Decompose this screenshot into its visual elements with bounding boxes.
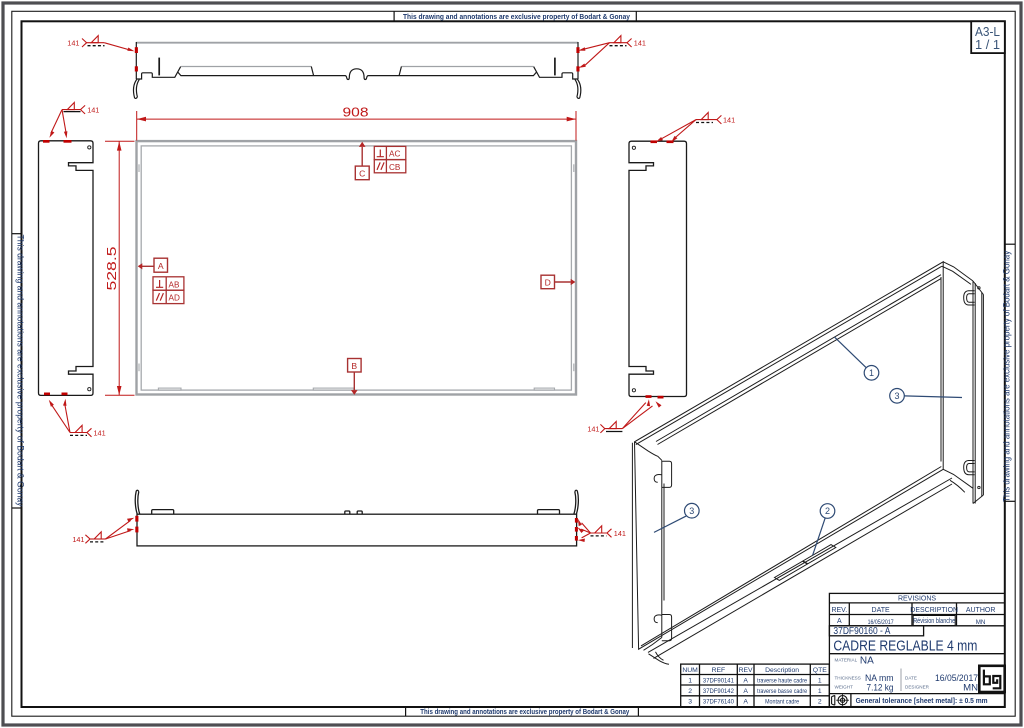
svg-text:A: A xyxy=(743,688,748,695)
svg-text:AC: AC xyxy=(389,150,400,159)
svg-text:3: 3 xyxy=(688,699,692,706)
svg-text:1: 1 xyxy=(688,677,692,684)
svg-text:1: 1 xyxy=(818,688,822,695)
svg-text:908: 908 xyxy=(343,106,369,120)
svg-text:Description: Description xyxy=(765,667,799,674)
svg-text:Montant cadre: Montant cadre xyxy=(765,699,799,706)
svg-text:MN: MN xyxy=(976,619,986,626)
svg-text:DESCRIPTION: DESCRIPTION xyxy=(910,607,958,614)
svg-text:A: A xyxy=(743,699,748,706)
svg-text:traverse haute cadre: traverse haute cadre xyxy=(757,677,807,684)
svg-text:2: 2 xyxy=(825,506,830,516)
svg-text:7.12 kg: 7.12 kg xyxy=(867,682,894,693)
svg-text:QTE: QTE xyxy=(813,667,827,674)
svg-text:General tolerance [sheet metal: General tolerance [sheet metal]: ± 0.5 m… xyxy=(856,696,988,705)
svg-text:141: 141 xyxy=(614,529,626,538)
svg-text:Révision blanche: Révision blanche xyxy=(913,618,955,625)
svg-text:D: D xyxy=(545,277,551,287)
svg-text:528.5: 528.5 xyxy=(105,246,119,290)
svg-text:MN: MN xyxy=(963,682,978,693)
svg-text:MATERIAL: MATERIAL xyxy=(835,658,858,663)
svg-text:WEIGHT: WEIGHT xyxy=(835,684,854,689)
svg-text:REV: REV xyxy=(739,667,753,674)
svg-text:141: 141 xyxy=(67,39,79,48)
svg-text:REF: REF xyxy=(712,667,726,674)
svg-text:NA: NA xyxy=(860,655,874,666)
svg-text:141: 141 xyxy=(723,116,735,125)
svg-text:A3-L: A3-L xyxy=(975,24,1000,39)
svg-text:3: 3 xyxy=(894,391,899,401)
svg-text:THICKNESS: THICKNESS xyxy=(835,675,861,680)
svg-text:A: A xyxy=(743,677,748,684)
svg-text:3: 3 xyxy=(689,506,694,516)
svg-text:CB: CB xyxy=(389,163,401,172)
svg-text:DATE: DATE xyxy=(872,607,890,614)
svg-text:B: B xyxy=(351,361,357,371)
svg-text:NA mm: NA mm xyxy=(865,673,894,684)
svg-text:This drawing and annotations a: This drawing and annotations are exclusi… xyxy=(403,12,631,21)
svg-text:traverse basse cadre: traverse basse cadre xyxy=(757,688,807,695)
svg-text:CADRE REGLABLE 4 mm: CADRE REGLABLE 4 mm xyxy=(833,638,977,655)
svg-text:A: A xyxy=(837,618,842,625)
svg-text:2: 2 xyxy=(688,688,692,695)
svg-text:REV.: REV. xyxy=(831,607,847,614)
svg-text:37DF90141: 37DF90141 xyxy=(703,677,734,684)
svg-text:16/05/2017: 16/05/2017 xyxy=(868,619,894,626)
svg-text:16/05/2017: 16/05/2017 xyxy=(935,673,978,684)
svg-text:37DF90142: 37DF90142 xyxy=(703,688,734,695)
svg-text:C: C xyxy=(359,168,365,178)
svg-text:This drawing and annotations a: This drawing and annotations are exclusi… xyxy=(420,707,630,716)
svg-text:1: 1 xyxy=(869,368,874,378)
svg-text:A: A xyxy=(158,261,164,271)
svg-text:This drawing and annotations a: This drawing and annotations are exclusi… xyxy=(1002,250,1012,501)
svg-text:AUTHOR: AUTHOR xyxy=(966,607,996,614)
svg-text:141: 141 xyxy=(634,39,646,48)
svg-text:141: 141 xyxy=(87,106,99,115)
svg-text:37DF90160 - A: 37DF90160 - A xyxy=(833,626,890,637)
svg-text:141: 141 xyxy=(94,429,106,438)
svg-text:141: 141 xyxy=(72,535,84,544)
svg-text:NUM: NUM xyxy=(682,667,698,674)
svg-text:141: 141 xyxy=(587,425,599,434)
svg-text:REVISIONS: REVISIONS xyxy=(898,596,936,603)
svg-text:1: 1 xyxy=(818,677,822,684)
svg-text:DATE: DATE xyxy=(905,675,917,680)
svg-text:AD: AD xyxy=(169,294,180,303)
svg-text:DESIGNER: DESIGNER xyxy=(905,684,930,689)
svg-text:This drawing and annotations a: This drawing and annotations are exclusi… xyxy=(16,235,26,507)
svg-text:2: 2 xyxy=(818,699,822,706)
svg-text:AB: AB xyxy=(169,280,180,289)
svg-text:1 / 1: 1 / 1 xyxy=(975,37,1000,52)
svg-text:37DF76140: 37DF76140 xyxy=(703,699,734,706)
